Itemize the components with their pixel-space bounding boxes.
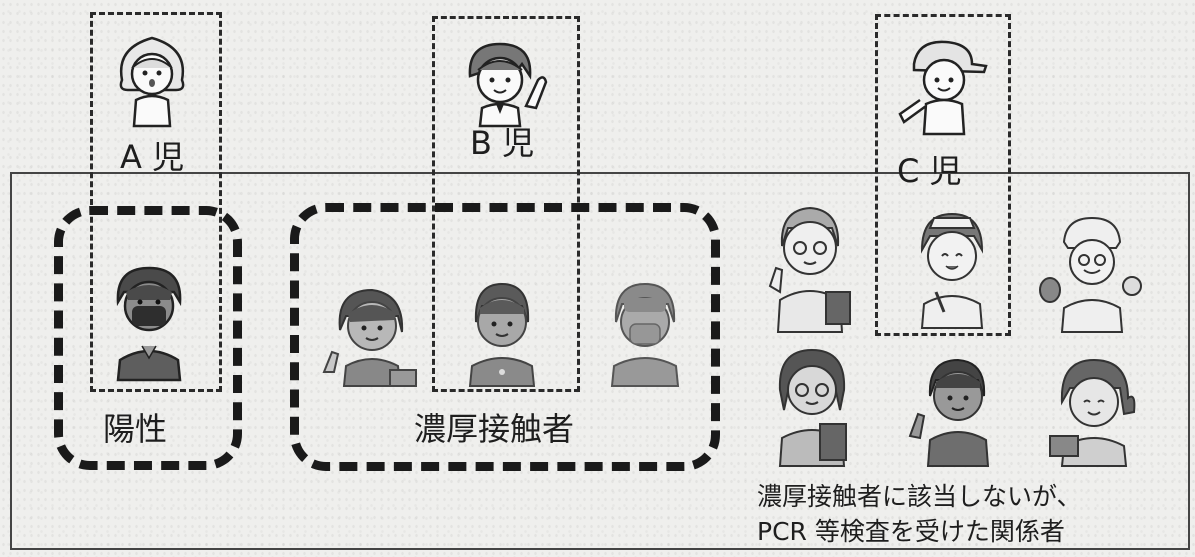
- close-contact-group-box: [290, 203, 720, 471]
- close-contact-label: 濃厚接触者: [414, 410, 575, 448]
- child-a-column: [90, 12, 222, 392]
- child-c-label: C 児: [897, 152, 962, 190]
- close-contact-staff-3-illustration: [610, 282, 680, 387]
- child-c-column: [875, 14, 1011, 336]
- close-contact-staff-2-illustration: [468, 282, 536, 387]
- positive-group-box: [54, 206, 242, 470]
- positive-teacher-illustration: [116, 266, 182, 382]
- child-b-label: B 児: [470, 124, 535, 162]
- child-c-illustration: [898, 40, 988, 136]
- child-a-label: A 児: [120, 138, 185, 176]
- child-b-illustration: [468, 42, 548, 128]
- staff-frame: [10, 172, 1190, 550]
- other-staff-nurse-illustration: [920, 212, 984, 329]
- other-staff-woman-illustration: [1049, 358, 1136, 467]
- child-a-illustration: [119, 36, 185, 128]
- other-staff-cook-illustration: [1039, 216, 1142, 333]
- other-staff-woman-glasses-illustration: [778, 348, 847, 467]
- other-staff-man-glasses-illustration: [768, 206, 851, 333]
- others-caption-line2: PCR 等検査を受けた関係者: [757, 517, 1065, 546]
- others-caption-line1: 濃厚接触者に該当しないが、: [757, 482, 1082, 511]
- other-staff-man-illustration: [908, 358, 990, 467]
- close-contact-staff-1-illustration: [322, 288, 417, 387]
- positive-label: 陽性: [103, 410, 168, 448]
